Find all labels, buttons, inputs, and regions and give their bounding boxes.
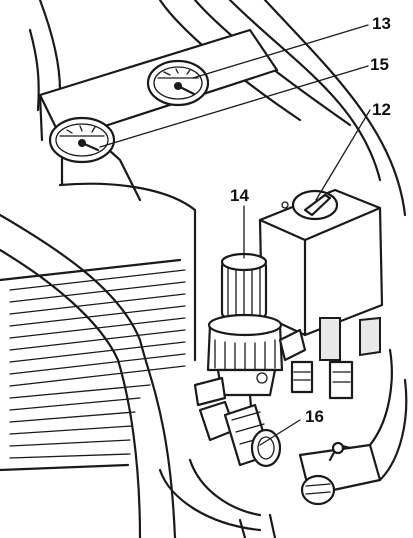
leader-lines — [99, 24, 371, 446]
fittings — [193, 328, 354, 422]
cooling-fins — [0, 182, 197, 472]
quick-coupling-16 — [198, 400, 282, 468]
callout-13: 13 — [372, 14, 391, 33]
pressure-gauge-15 — [48, 116, 116, 164]
callout-14: 14 — [230, 186, 249, 205]
pressure-gauge-13 — [146, 59, 210, 107]
pressure-switch-12 — [258, 188, 384, 361]
callout-15: 15 — [370, 55, 389, 74]
base — [158, 458, 277, 538]
callout-12: 12 — [372, 100, 391, 119]
ball-valve — [298, 348, 408, 506]
callout-16: 16 — [305, 407, 324, 426]
pressure-regulator-14 — [206, 252, 284, 397]
